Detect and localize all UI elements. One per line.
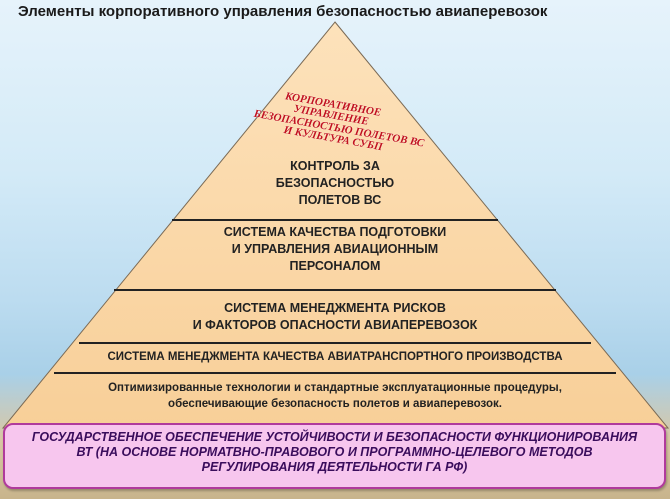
level-personnel: СИСТЕМА КАЧЕСТВА ПОДГОТОВКИ И УПРАВЛЕНИЯ… (200, 224, 470, 275)
level-personnel-line-3: ПЕРСОНАЛОМ (289, 259, 381, 273)
level-personnel-line-1: СИСТЕМА КАЧЕСТВА ПОДГОТОВКИ (223, 225, 447, 239)
base-line-1: ГОСУДАРСТВЕННОЕ ОБЕСПЕЧЕНИЕ УСТОЙЧИВОСТИ… (31, 430, 638, 444)
level-control-line-3: ПОЛЕТОВ ВС (298, 193, 382, 207)
level-control-line-2: БЕЗОПАСНОСТЬЮ (275, 176, 395, 190)
level-risk: СИСТЕМА МЕНЕДЖМЕНТА РИСКОВ И ФАКТОРОВ ОП… (160, 300, 510, 334)
level-risk-line-1: СИСТЕМА МЕНЕДЖМЕНТА РИСКОВ (224, 301, 446, 315)
apex-label: КОРПОРАТИВНОЕ УПРАВЛЕНИЕ БЕЗОПАСНОСТЬЮ П… (235, 90, 435, 153)
base-line-2: ВТ (НА ОСНОВЕ НОРМАТВНО-ПРАВОВОГО И ПРОГ… (76, 445, 593, 459)
base-line-3: РЕГУЛИРОВАНИЯ ДЕЯТЕЛЬНОСТИ ГА РФ) (201, 460, 468, 474)
level-quality: СИСТЕМА МЕНЕДЖМЕНТА КАЧЕСТВА АВИАТРАНСПО… (70, 349, 600, 366)
level-quality-line-1: СИСТЕМА МЕНЕДЖМЕНТА КАЧЕСТВА АВИАТРАНСПО… (107, 351, 563, 363)
level-control-line-1: КОНТРОЛЬ ЗА (290, 159, 380, 173)
level-personnel-line-2: И УПРАВЛЕНИЯ АВИАЦИОННЫМ (231, 242, 439, 256)
level-technologies-line-2: обеспечивающие безопасность полетов и ав… (168, 398, 502, 410)
level-technologies-line-1: Оптимизированные технологии и стандартны… (108, 382, 562, 394)
base-foundation-box: ГОСУДАРСТВЕННОЕ ОБЕСПЕЧЕНИЕ УСТОЙЧИВОСТИ… (3, 423, 666, 489)
level-risk-line-2: И ФАКТОРОВ ОПАСНОСТИ АВИАПЕРЕВОЗОК (192, 318, 478, 332)
page-title: Элементы корпоративного управления безоп… (18, 3, 548, 20)
level-technologies: Оптимизированные технологии и стандартны… (70, 380, 600, 412)
level-control: КОНТРОЛЬ ЗА БЕЗОПАСНОСТЬЮ ПОЛЕТОВ ВС (245, 158, 425, 209)
